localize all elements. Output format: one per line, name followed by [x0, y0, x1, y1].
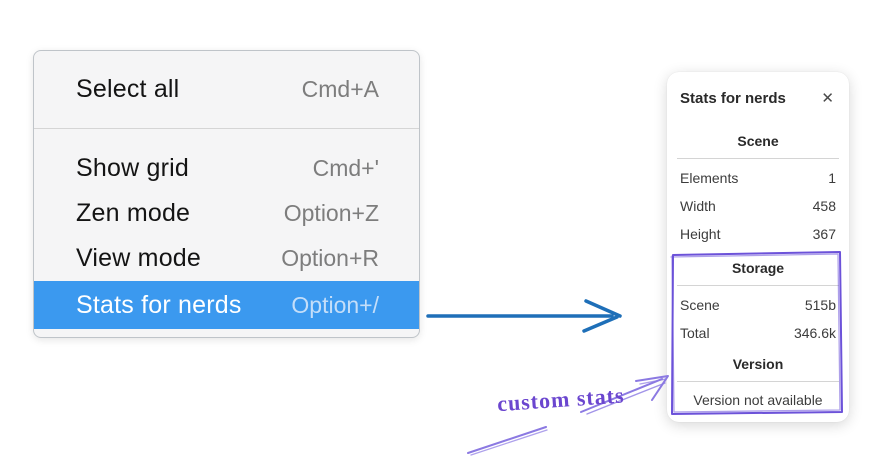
menu-item-zen-mode[interactable]: Zen mode Option+Z: [34, 191, 419, 236]
menu-item-shortcut: Option+Z: [283, 200, 379, 226]
stat-value: 1: [828, 170, 836, 186]
menu-item-stats-for-nerds[interactable]: Stats for nerds Option+/: [34, 281, 419, 329]
arrow-head-2: [639, 378, 667, 385]
line-stroke-2: [470, 429, 548, 456]
menu-divider: [34, 128, 419, 129]
stat-row-width: Width 458: [667, 192, 849, 220]
stats-panel: Stats for nerds ✕ Scene Elements 1 Width…: [667, 72, 849, 422]
arrow-shaft-2: [586, 382, 666, 415]
menu-item-shortcut: Cmd+A: [301, 76, 379, 102]
stats-panel-title: Stats for nerds: [680, 90, 786, 107]
menu-item-label: Show grid: [76, 154, 189, 182]
stats-panel-header: Stats for nerds ✕: [667, 72, 849, 110]
close-icon[interactable]: ✕: [821, 89, 834, 107]
annotation-line-icon: [467, 426, 548, 456]
arrow-shaft: [580, 378, 663, 413]
menu-item-label: View mode: [76, 244, 202, 272]
storage-stats: Scene 515b Total 346.6k: [667, 291, 849, 347]
menu-item-shortcut: Option+R: [281, 245, 379, 271]
menu-item-label: Zen mode: [76, 199, 191, 227]
annotation-arrow-icon: [580, 375, 669, 415]
stat-row-elements: Elements 1: [667, 164, 849, 192]
stat-label: Elements: [680, 170, 739, 186]
menu-item-select-all[interactable]: Select all Cmd+A: [34, 51, 419, 128]
flow-arrow-icon: [426, 299, 622, 333]
stat-value: 367: [812, 226, 836, 242]
arrow-barb-top: [584, 299, 622, 318]
menu-spacer: [34, 129, 419, 146]
section-heading-scene: Scene: [677, 132, 839, 159]
menu-item-show-grid[interactable]: Show grid Cmd+': [34, 146, 419, 191]
stat-value: 346.6k: [793, 325, 836, 341]
version-note: Version not available: [693, 392, 823, 408]
menu-item-shortcut: Cmd+': [312, 155, 379, 181]
stat-value: 458: [812, 198, 836, 214]
section-heading-storage: Storage: [677, 259, 839, 286]
menu-item-label: Select all: [76, 75, 180, 103]
stat-label: Scene: [680, 297, 720, 313]
context-menu: Select all Cmd+A Show grid Cmd+' Zen mod…: [33, 50, 420, 338]
arrow-barb-bottom: [582, 315, 619, 333]
arrow-head: [635, 375, 669, 401]
menu-item-view-mode[interactable]: View mode Option+R: [34, 236, 419, 281]
menu-item-shortcut: Option+/: [291, 291, 379, 318]
line-stroke-1: [467, 426, 547, 454]
stat-label: Width: [680, 198, 716, 214]
stat-row-total-size: Total 346.6k: [667, 319, 849, 347]
section-heading-version: Version: [677, 355, 839, 382]
stat-row-height: Height 367: [667, 220, 849, 248]
stat-value: 515b: [804, 297, 836, 313]
stat-row-scene-size: Scene 515b: [667, 291, 849, 319]
menu-item-label: Stats for nerds: [76, 290, 242, 319]
scene-stats: Elements 1 Width 458 Height 367: [667, 164, 849, 248]
stat-label: Total: [680, 325, 710, 341]
stat-label: Height: [680, 226, 721, 242]
